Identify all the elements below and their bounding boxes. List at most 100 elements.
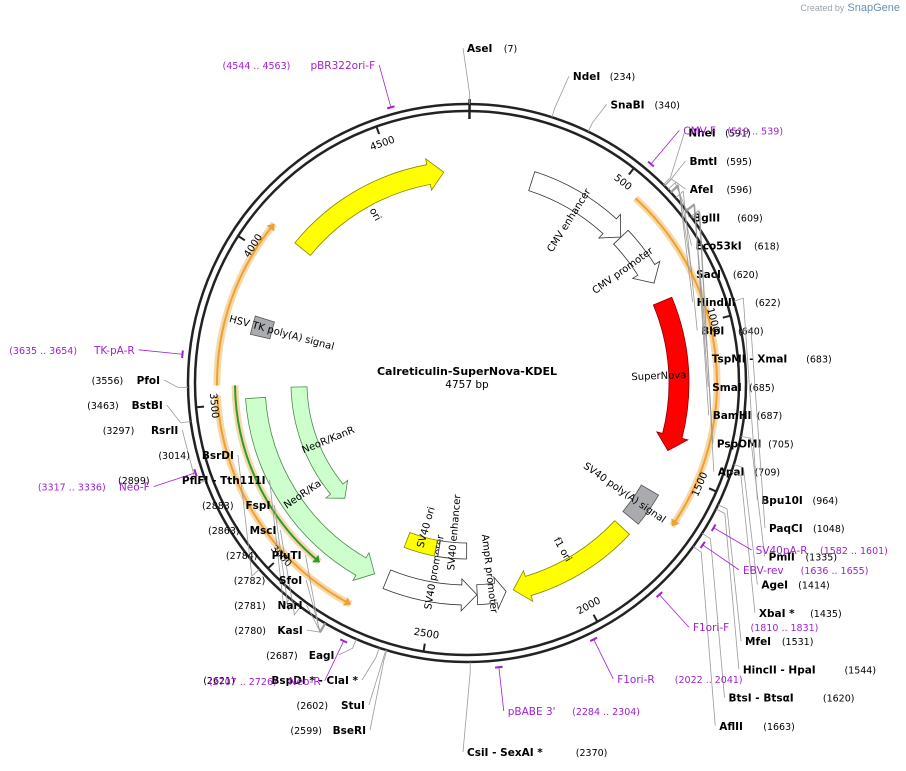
feature-neor-kanr[interactable] <box>245 396 376 582</box>
site-pmli[interactable]: PmlI(1335) <box>769 551 837 563</box>
site-name: KasI <box>277 625 302 637</box>
site-mfei[interactable]: MfeI(1531) <box>745 636 813 648</box>
site-bglii[interactable]: BglII(609) <box>693 212 763 224</box>
primer-ebv-rev[interactable]: EBV-rev(1636 .. 1655) <box>702 544 869 577</box>
site-hincii-hpai[interactable]: HincII - HpaI(1544) <box>743 664 876 676</box>
site-name: PluTI <box>272 550 302 562</box>
orf-arrowhead <box>312 554 320 563</box>
site-pspomi[interactable]: PspOMI(705) <box>717 438 794 450</box>
site-pfoi[interactable]: PfoI(3556) <box>92 375 160 387</box>
site-eagi[interactable]: EagI(2687) <box>266 650 334 662</box>
tick-mark <box>375 126 381 135</box>
site-name: PflFI - Tth111I <box>182 475 266 487</box>
site-ndei[interactable]: NdeI(234) <box>573 71 635 83</box>
site-bsrdi[interactable]: BsrDI(3014) <box>158 450 234 462</box>
primer-neo-r[interactable]: Neo-R (2707 .. 2726) <box>209 640 345 688</box>
site-name: NarI <box>278 600 303 612</box>
site-agei[interactable]: AgeI(1414) <box>761 580 829 592</box>
site-sfoi[interactable]: SfoI(2782) <box>234 575 302 587</box>
site-leader <box>733 297 758 500</box>
site-bamhi[interactable]: BamHI(687) <box>713 410 783 422</box>
site-leader <box>701 532 725 698</box>
site-nari[interactable]: NarI (2781) <box>234 600 302 612</box>
primer-sv40pa-r[interactable]: SV40pA-R(1582 .. 1601) <box>713 527 888 557</box>
primer-leader <box>138 349 183 355</box>
feature-sv40-enhancer[interactable] <box>437 540 468 560</box>
site-bstbi[interactable]: BstBI(3463) <box>87 400 163 412</box>
primer-name: Neo-R <box>289 676 321 688</box>
feature-cmv-enhancer[interactable] <box>528 171 622 239</box>
site-aflii[interactable]: AflII(1663) <box>719 721 795 733</box>
feature-ori[interactable] <box>294 157 445 257</box>
site-smai[interactable]: SmaI(685) <box>712 382 774 394</box>
site-position: (620) <box>733 270 759 281</box>
orf-arrowhead <box>671 518 680 526</box>
site-xbai-[interactable]: XbaI *(1435) <box>759 608 842 620</box>
site-position: (1435) <box>810 609 842 620</box>
site-csii-sexai-[interactable]: CsiI - SexAI *(2370) <box>467 747 607 759</box>
site-asei[interactable]: AseI(7) <box>467 43 517 55</box>
primer-cmv-f[interactable]: CMV-F(519 .. 539) <box>650 125 783 165</box>
site-name: BlpI <box>701 325 724 337</box>
site-paqci[interactable]: PaqCI(1048) <box>769 523 845 535</box>
site-apai[interactable]: ApaI(709) <box>718 467 780 479</box>
site-position: (2781) <box>234 601 266 612</box>
feature-f1-ori[interactable] <box>512 520 631 603</box>
site-stui[interactable]: StuI(2602) <box>297 700 365 712</box>
primer-neo-f[interactable]: Neo-F(3317 .. 3336) <box>38 472 196 494</box>
feature-sv40-poly-a-signal[interactable] <box>622 484 660 525</box>
site-pluti[interactable]: PluTI(2784) <box>226 550 302 562</box>
feature-supernova[interactable] <box>652 296 690 452</box>
site-position: (685) <box>749 383 775 394</box>
site-hindiii[interactable]: HindIII(622) <box>697 297 781 309</box>
site-position: (234) <box>610 72 636 83</box>
site-position: (2899) <box>118 476 150 487</box>
site-leader <box>551 76 570 118</box>
site-tspmi-xmai[interactable]: TspMI - XmaI(683) <box>712 354 832 366</box>
site-btsi-bts-i[interactable]: BtsI - BtsαI(1620) <box>728 693 854 705</box>
primer-range: (4544 .. 4563) <box>222 61 290 72</box>
site-name: HindIII <box>697 297 736 309</box>
feature-cmv-promoter[interactable] <box>613 229 661 284</box>
site-afei[interactable]: AfeI(596) <box>690 184 752 196</box>
site-nhei[interactable]: NheI(591) <box>688 128 750 140</box>
site-leader <box>664 178 686 190</box>
primer-range: (2707 .. 2726) <box>209 677 277 688</box>
site-kasi[interactable]: KasI(2780) <box>234 625 302 637</box>
site-snabi[interactable]: SnaBI(340) <box>610 99 680 111</box>
primer-range: (3635 .. 3654) <box>9 346 77 357</box>
site-bseri[interactable]: BseRI(2599) <box>290 725 366 737</box>
primer-f1ori-f[interactable]: F1ori-F(1810 .. 1831) <box>659 594 818 635</box>
site-position: (2863) <box>208 526 240 537</box>
site-leader <box>306 623 327 633</box>
site-bmti[interactable]: BmtI(595) <box>689 156 751 168</box>
tick-mark <box>422 643 426 652</box>
primer-leader <box>153 472 196 487</box>
feature-neor-kanr[interactable] <box>290 386 349 499</box>
site-bpu10i[interactable]: Bpu10I(964) <box>761 495 838 507</box>
primer-tk-pa-r[interactable]: TK-pA-R(3635 .. 3654) <box>9 345 183 357</box>
site-name: NheI <box>688 128 715 140</box>
site-pflfi-tth111i[interactable]: PflFI - Tth111I (2899) <box>118 475 266 487</box>
feature-label: SuperNova <box>631 370 686 383</box>
site-leader <box>181 429 206 485</box>
site-name: BspDI * - ClaI * <box>271 675 358 687</box>
primer-leader <box>713 527 752 551</box>
primer-pbr322ori-f[interactable]: pBR322ori-F(4544 .. 4563) <box>222 60 392 108</box>
primer-f1ori-r[interactable]: F1ori-R(2022 .. 2041) <box>593 639 743 686</box>
feature-hsv-tk-poly-a-signal[interactable] <box>249 315 275 340</box>
site-leader <box>369 650 388 731</box>
snapgene-logo: SnapGene <box>847 2 900 14</box>
site-rsrii[interactable]: RsrII(3297) <box>103 425 179 437</box>
plasmid-name: Calreticulin-SuperNova-KDEL <box>377 365 557 378</box>
tick-mark <box>237 235 246 242</box>
feature-ampr-promoter[interactable] <box>476 575 507 611</box>
feature-sv40-ori[interactable] <box>403 531 438 557</box>
site-bspdi-clai-[interactable]: BspDI * - ClaI *(2621) <box>203 675 358 687</box>
feature-sv40-promoter[interactable] <box>382 569 478 612</box>
site-msci[interactable]: MscI(2863) <box>208 525 276 537</box>
orf-arrowhead <box>342 597 351 606</box>
primer-pbabe-3-[interactable]: pBABE 3'(2284 .. 2304) <box>498 667 640 718</box>
site-fspi[interactable]: FspI(2883) <box>202 500 270 512</box>
site-eco53ki[interactable]: Eco53kI(618) <box>696 241 780 253</box>
